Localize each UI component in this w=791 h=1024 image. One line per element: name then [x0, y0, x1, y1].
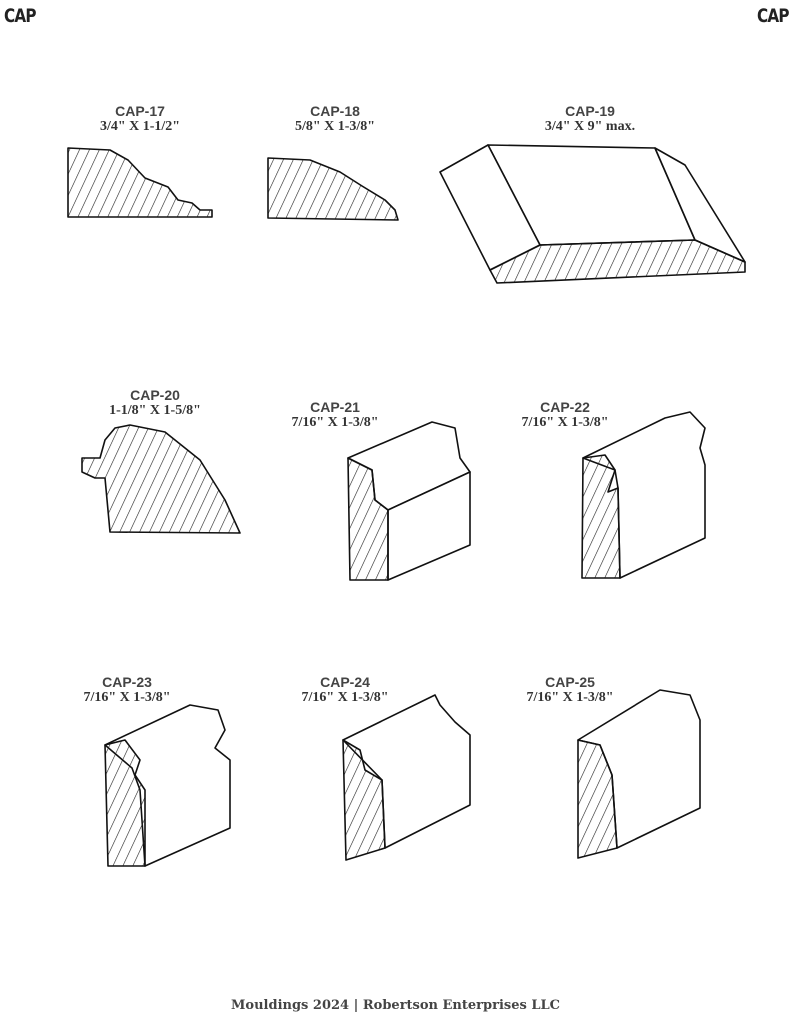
cap-20-profile — [81, 424, 241, 534]
item-code: CAP-23 — [102, 674, 152, 690]
page-footer: Mouldings 2024 | Robertson Enterprises L… — [231, 998, 560, 1013]
cap-17-profile — [67, 147, 213, 218]
item-dimensions: 7/16" X 1-3/8" — [526, 690, 614, 705]
item-code: CAP-18 — [310, 103, 360, 119]
section-title-right: CAP — [757, 5, 789, 27]
cap-23-profile — [104, 704, 231, 867]
cap-19-profile — [439, 144, 746, 284]
item-code: CAP-17 — [115, 103, 165, 119]
cap-25-profile — [577, 689, 701, 859]
item-code: CAP-24 — [320, 674, 370, 690]
section-title-left: CAP — [4, 5, 36, 27]
item-code: CAP-22 — [540, 399, 590, 415]
item-code: CAP-21 — [310, 399, 360, 415]
item-code: CAP-19 — [565, 103, 615, 119]
item-dimensions: 7/16" X 1-3/8" — [301, 690, 389, 705]
item-dimensions: 3/4" X 9" max. — [544, 119, 636, 134]
cap-21-profile — [347, 421, 471, 581]
item-dimensions: 7/16" X 1-3/8" — [291, 415, 379, 430]
cap-22-profile — [581, 411, 706, 579]
item-code: CAP-25 — [545, 674, 595, 690]
item-dimensions: 3/4" X 1-1/2" — [99, 119, 181, 134]
item-dimensions: 7/16" X 1-3/8" — [83, 690, 171, 705]
item-code: CAP-20 — [130, 387, 180, 403]
cap-24-profile — [342, 694, 471, 861]
item-dimensions: 7/16" X 1-3/8" — [521, 415, 609, 430]
item-dimensions: 5/8" X 1-3/8" — [294, 119, 376, 134]
item-dimensions: 1-1/8" X 1-5/8" — [109, 403, 201, 418]
cap-18-profile — [267, 157, 399, 221]
